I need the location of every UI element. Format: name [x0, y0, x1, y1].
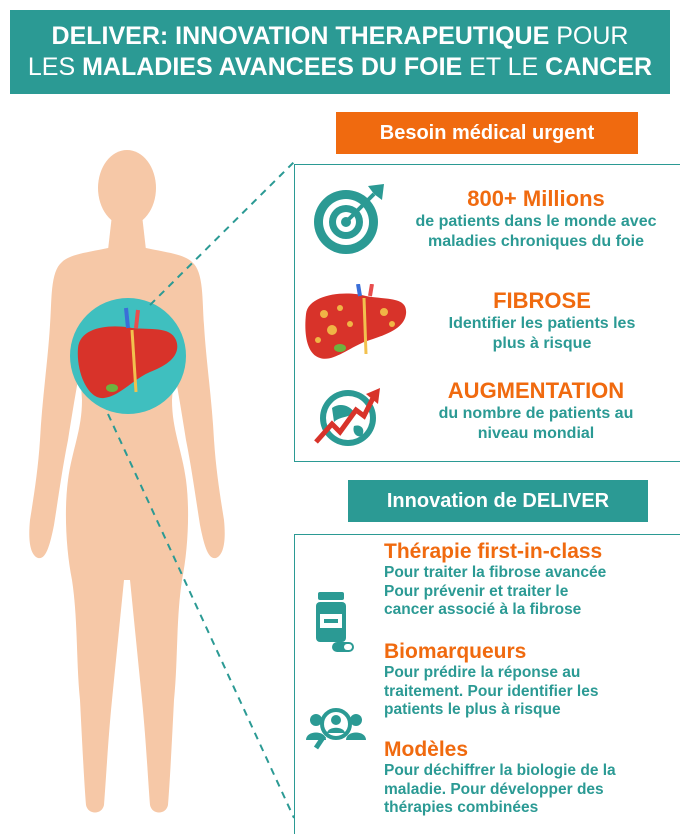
innovation-text-line: traitement. Pour identifier les [384, 682, 599, 700]
innovation-label: Innovation de DELIVER [348, 480, 648, 522]
stat-text-line: niveau mondial [477, 425, 595, 442]
medical-need-label: Besoin médical urgent [336, 112, 638, 154]
liver-icon [77, 307, 178, 399]
stat-item-3: AUGMENTATION du nombre de patients au ni… [398, 378, 674, 444]
innovation-text-line: thérapies combinées [384, 799, 539, 816]
people-search-icon [306, 708, 366, 750]
innovation-title: Biomarqueurs [384, 640, 527, 663]
fibrotic-liver-icon [305, 284, 407, 359]
page-header: DELIVER: INNOVATION THERAPEUTIQUE POUR L… [10, 10, 670, 94]
innovation-text-line: Pour traiter la fibrose avancée [384, 564, 607, 581]
innovation-title: Modèles [384, 738, 469, 761]
header-line-1: DELIVER: INNOVATION THERAPEUTIQUE POUR [51, 22, 629, 50]
header-line-2: LES MALADIES AVANCEES DU FOIE ET LE CANC… [27, 53, 653, 81]
innovation-title: Thérapie first-in-class [384, 540, 603, 563]
innovation-item-2: Biomarqueurs Pour prédire la réponse au … [384, 640, 678, 720]
body-illustration [29, 150, 297, 819]
globe-growth-icon [314, 388, 380, 446]
stat-title: AUGMENTATION [447, 378, 625, 403]
innovation-text-line: patients le plus à risque [384, 701, 561, 718]
stat-title: FIBROSE [493, 288, 591, 313]
innovation-box [294, 534, 680, 834]
innovation-text-line: Pour prévenir et traiter le [384, 582, 569, 600]
connector-line-top [149, 159, 297, 306]
stat-title: 800+ Millions [467, 186, 605, 211]
stat-text-line: maladies chroniques du foie [427, 233, 645, 250]
target-icon [314, 184, 384, 254]
stat-text-line: Identifier les patients les [448, 315, 636, 332]
innovation-text-line: cancer associé à la fibrose [384, 601, 582, 618]
stat-text-line: du nombre de patients au [438, 405, 634, 422]
pill-bottle-icon [316, 592, 354, 652]
innovation-text-line: maladie. Pour développer des [384, 780, 604, 798]
innovation-text-line: Pour prédire la réponse au [384, 664, 581, 681]
innovation-item-3: Modèles Pour déchiffrer la biologie de l… [384, 738, 678, 818]
stat-item-2: FIBROSE Identifier les patients les plus… [412, 288, 672, 354]
connector-line-bottom [107, 413, 295, 819]
innovation-item-1: Thérapie first-in-class Pour traiter la … [384, 540, 678, 620]
human-body-silhouette [29, 150, 225, 813]
stat-item-1: 800+ Millions de patients dans le monde … [392, 186, 680, 252]
stat-text-line: de patients dans le monde avec [415, 213, 657, 230]
stat-text-line: plus à risque [492, 335, 592, 352]
innovation-text-line: Pour déchiffrer la biologie de la [384, 762, 616, 779]
medical-need-box [294, 164, 680, 462]
